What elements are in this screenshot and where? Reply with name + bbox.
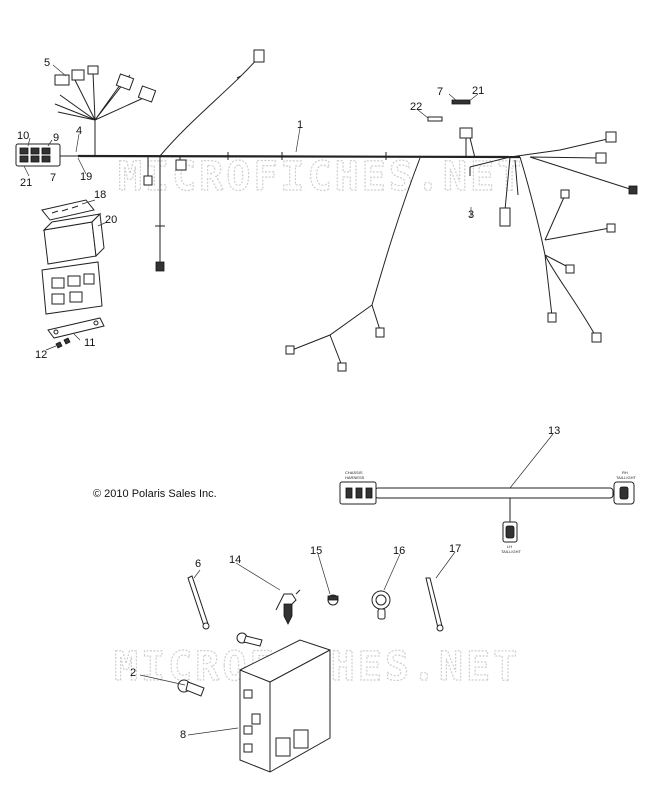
callout-7-top: 7 [437, 86, 443, 98]
screws-12[interactable] [55, 337, 71, 349]
tag-rh-taillight-2: TAILLIGHT [616, 475, 636, 480]
left-connector-block[interactable] [15, 143, 78, 167]
tag-rh-taillight-1: RH [622, 470, 628, 475]
callout-21-left: 21 [20, 177, 32, 189]
cable-tie-17[interactable] [425, 577, 444, 632]
callout-11: 11 [84, 337, 95, 349]
callout-21-top: 21 [472, 85, 484, 97]
bracket-11[interactable] [47, 317, 105, 339]
callout-19: 19 [80, 171, 92, 183]
callout-2: 2 [130, 667, 136, 679]
main-wire-harness[interactable] [54, 49, 638, 372]
callout-3: 3 [468, 209, 474, 221]
callout-20: 20 [105, 214, 117, 226]
clip-14[interactable] [275, 589, 301, 625]
callout-9: 9 [53, 132, 59, 144]
push-rivets-2[interactable] [177, 632, 263, 697]
callout-4: 4 [76, 125, 82, 137]
tag-chassis-harness-2: HARNESS [345, 475, 365, 480]
callout-14: 14 [229, 554, 241, 566]
clip-15[interactable] [327, 594, 339, 606]
taillight-harness-13[interactable]: CHASSIS HARNESS RH TAILLIGHT LH TAILLIGH… [339, 470, 636, 554]
ecu-module-8[interactable] [239, 639, 331, 773]
fuse-box-base[interactable] [41, 261, 103, 315]
p-clamp-16[interactable] [371, 590, 391, 620]
callout-16: 16 [393, 545, 405, 557]
callout-1: 1 [297, 119, 303, 131]
callout-17: 17 [449, 543, 461, 555]
fuse-box-cover-20[interactable] [42, 212, 105, 265]
callout-7-left: 7 [50, 172, 56, 184]
connector-group-5[interactable] [54, 65, 157, 103]
callout-18: 18 [94, 189, 106, 201]
tag-lh-taillight-2: TAILLIGHT [501, 549, 521, 554]
copyright-text: © 2010 Polaris Sales Inc. [93, 488, 217, 500]
callout-5: 5 [44, 57, 50, 69]
callout-12: 12 [35, 349, 47, 361]
callout-15: 15 [310, 545, 322, 557]
callout-13: 13 [548, 425, 560, 437]
callout-8: 8 [180, 729, 186, 741]
cable-tie-6[interactable] [187, 575, 210, 630]
callout-22: 22 [410, 101, 422, 113]
callout-10: 10 [17, 130, 29, 142]
fuse-strip-18[interactable] [41, 199, 95, 221]
callout-6: 6 [195, 558, 201, 570]
tag-chassis-harness-1: CHASSIS [345, 470, 363, 475]
tag-lh-taillight-1: LH [507, 544, 512, 549]
